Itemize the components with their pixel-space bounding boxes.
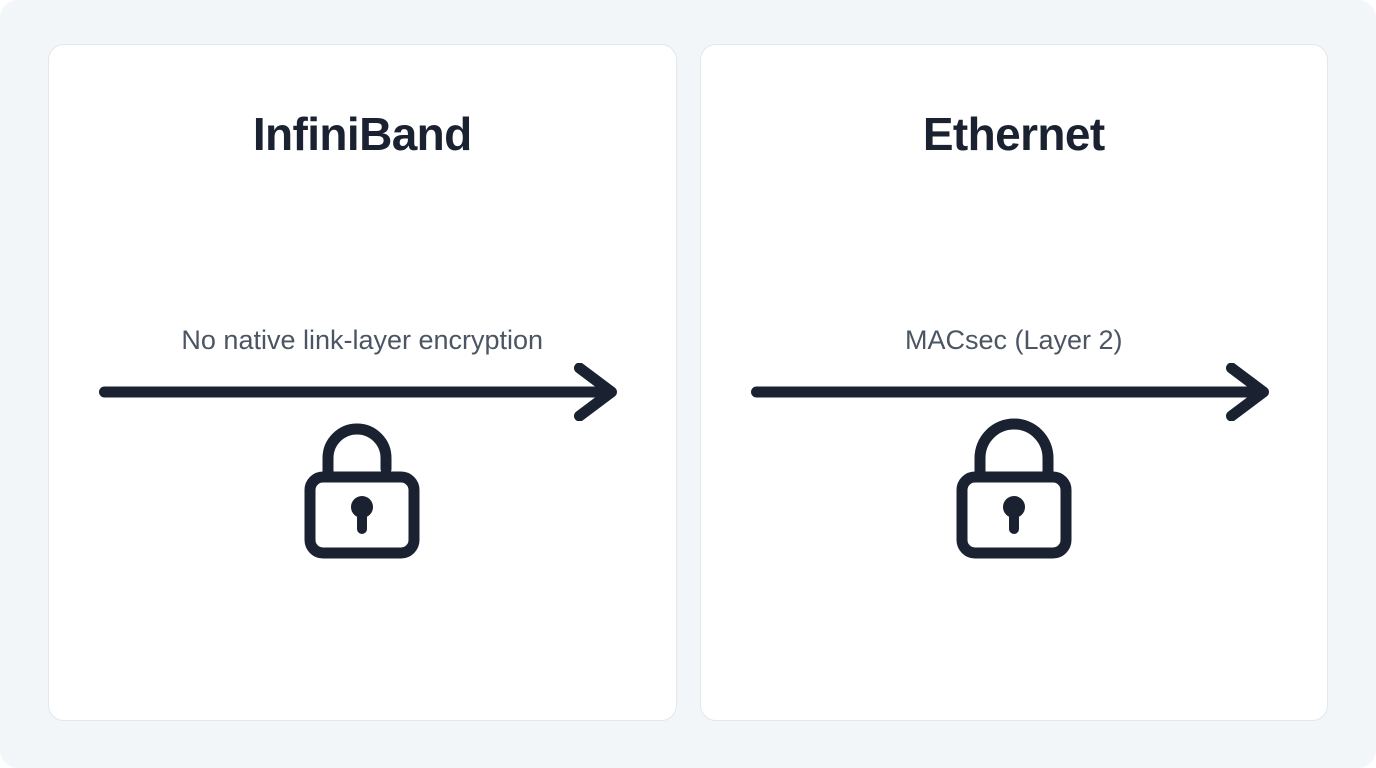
comparison-card-row: InfiniBand No native link-layer encrypti… bbox=[48, 44, 1328, 721]
arrow-right-icon bbox=[750, 363, 1277, 421]
card-title-infiniband: InfiniBand bbox=[252, 108, 472, 160]
card-caption-infiniband: No native link-layer encryption bbox=[181, 325, 544, 355]
card-caption-ethernet: MACsec (Layer 2) bbox=[904, 325, 1123, 355]
unlock-open-icon bbox=[304, 417, 420, 559]
card-title-ethernet: Ethernet bbox=[922, 108, 1105, 160]
arrow-right-icon bbox=[99, 363, 626, 421]
lock-closed-icon bbox=[956, 417, 1072, 559]
card-infiniband[interactable]: InfiniBand No native link-layer encrypti… bbox=[48, 44, 677, 721]
card-ethernet[interactable]: Ethernet MACsec (Layer 2) bbox=[699, 44, 1328, 721]
